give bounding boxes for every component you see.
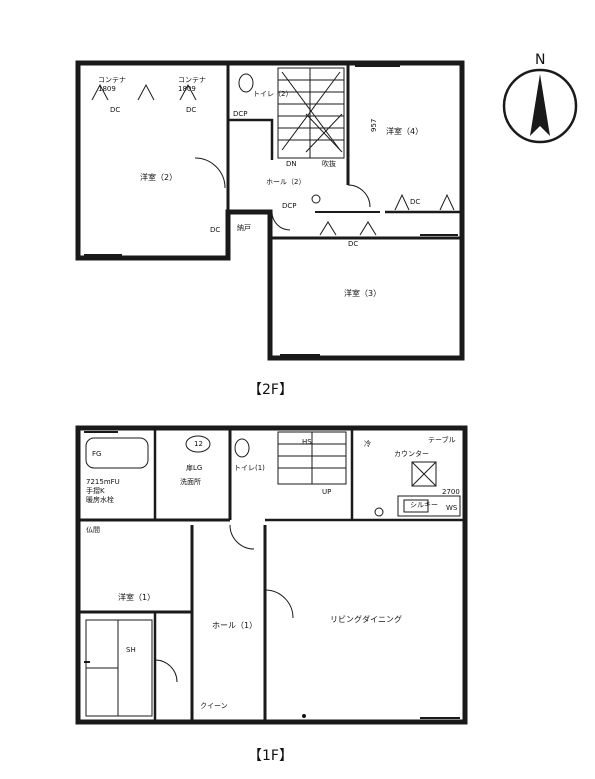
ws-label: WS — [446, 504, 458, 512]
dc-label: DC — [348, 240, 358, 248]
room2-label: 洋室（2） — [140, 172, 177, 182]
storage-label: 納戸 — [237, 223, 251, 232]
hs-label: HS — [302, 438, 312, 446]
sink-label: シルキー — [410, 501, 438, 509]
num-label: 12 — [194, 440, 203, 448]
hand-note: 957 — [370, 119, 378, 132]
room1-label: 洋室（1） — [118, 592, 155, 602]
wash-label: 洗面所 — [180, 477, 201, 486]
hall2-label: ホール（2） — [266, 178, 305, 186]
table-label: テーブル — [428, 435, 456, 444]
ldk-label: リビングダイニング — [330, 614, 402, 624]
dcp-label: DCP — [233, 110, 248, 118]
dn-label: DN — [286, 160, 297, 168]
dc-label: DC — [410, 198, 420, 206]
queen-label: クイーン — [200, 702, 228, 710]
floor-1-label: 【1F】 — [248, 748, 293, 764]
toilet-1f-icon — [234, 438, 250, 458]
bathtub-icon — [85, 437, 149, 469]
washbasin-icon — [185, 435, 211, 453]
compass: N — [502, 52, 578, 144]
sh-label: SH — [126, 646, 136, 654]
kitchen-label: カウンター — [394, 449, 429, 458]
north-arrow-icon — [530, 74, 550, 136]
fridge-label: 冷 — [364, 439, 371, 448]
dc-label: DC — [186, 106, 196, 114]
toilet2-label: トイレ（2） — [253, 90, 292, 98]
floor-2-label: 【2F】 — [248, 382, 293, 398]
stair-2f — [277, 67, 345, 159]
butsudan-label: 仏間 — [86, 526, 100, 534]
up-label: UP — [322, 488, 331, 496]
counter-size-label: 2700 — [442, 488, 460, 496]
stair-1f — [277, 431, 347, 485]
wash-lg-label: 扉LG — [186, 463, 202, 472]
kitchen-counter — [397, 495, 461, 517]
dc-label: DC — [210, 226, 220, 234]
dc-label: DC — [110, 106, 120, 114]
toilet1-label: トイレ(1) — [234, 464, 265, 472]
compass-north-label: N — [535, 52, 545, 68]
room4-label: 洋室（4） — [386, 126, 423, 136]
dcp-label: DCP — [282, 202, 297, 210]
hall1-label: ホール（1） — [212, 621, 257, 630]
room3-label: 洋室（3） — [344, 288, 381, 298]
toilet-2f-icon — [238, 73, 254, 93]
void-label: 吹抜 — [322, 159, 336, 168]
bath-label: FG — [92, 450, 101, 458]
